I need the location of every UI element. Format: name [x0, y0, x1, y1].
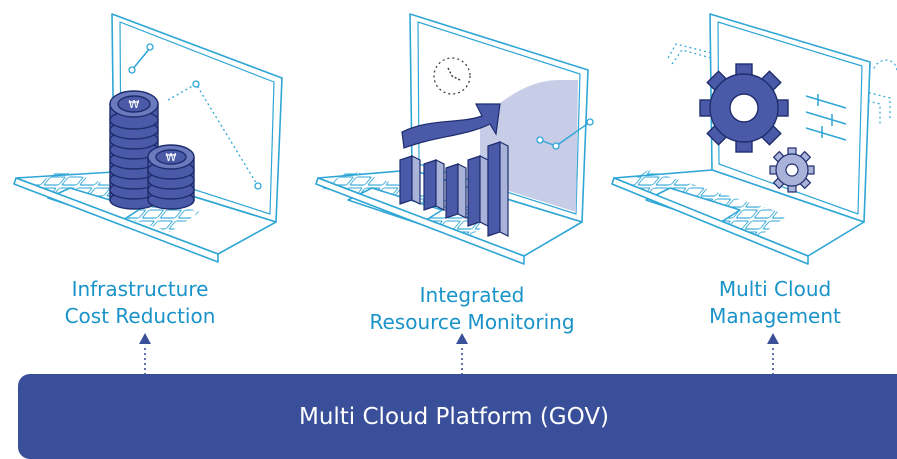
laptop-monitoring-icon: [315, 13, 594, 265]
caption-cost-line2: Cost Reduction: [64, 304, 216, 328]
caption-monitoring-line2: Resource Monitoring: [369, 310, 575, 334]
caption-monitoring-line1: Integrated: [419, 283, 525, 307]
large-gear-icon: [699, 63, 789, 153]
platform-bar: Multi Cloud Platform (GOV): [18, 374, 897, 459]
bar-chart-icon: [399, 141, 509, 237]
connector-monitoring: [456, 333, 468, 374]
sliders-icon: [805, 94, 847, 141]
coin-stack-icon: ₩ ₩: [109, 90, 195, 210]
platform-label: Multi Cloud Platform (GOV): [298, 403, 610, 430]
caption-management-line2: Management: [709, 304, 841, 328]
connector-management: [767, 333, 779, 374]
growth-arrow-icon: [401, 103, 501, 149]
caption-multi-cloud-management: Multi Cloud Management: [680, 276, 870, 330]
connector-cost: [139, 333, 151, 374]
svg-text:₩: ₩: [129, 98, 140, 111]
caption-management-line1: Multi Cloud: [718, 277, 832, 301]
caption-cost-reduction: Infrastructure Cost Reduction: [40, 276, 240, 330]
svg-text:₩: ₩: [166, 151, 177, 164]
caption-cost-line1: Infrastructure: [71, 277, 209, 301]
small-gear-icon: [769, 147, 815, 193]
caption-resource-monitoring: Integrated Resource Monitoring: [352, 282, 592, 336]
